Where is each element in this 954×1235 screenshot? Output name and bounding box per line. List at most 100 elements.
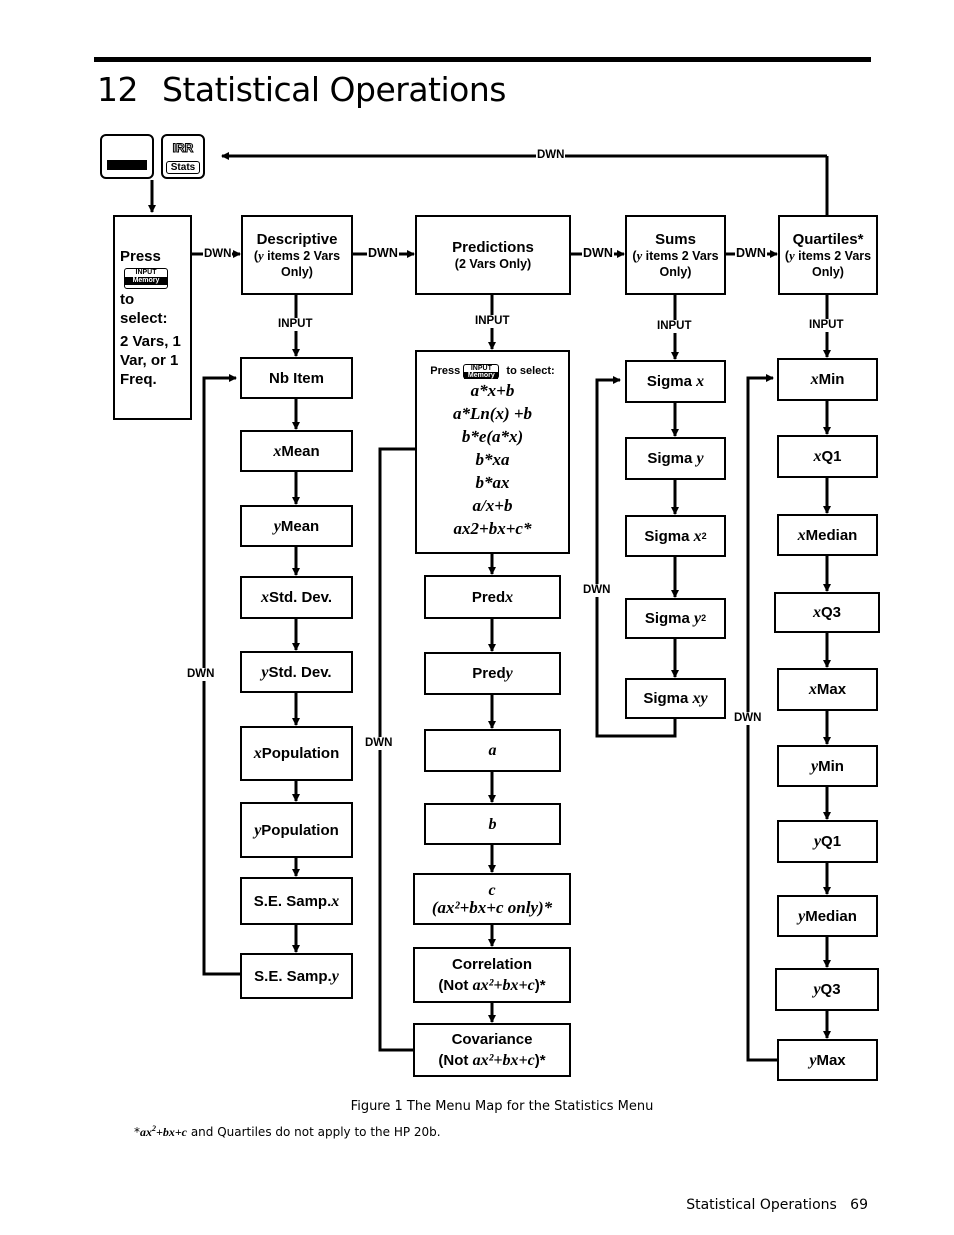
x-max-box: x Max <box>777 668 878 711</box>
box-text: x <box>797 526 806 544</box>
x-min-box: x Min <box>777 358 878 401</box>
box-text: y <box>258 248 264 263</box>
box-text: x <box>810 371 819 388</box>
box-text: x <box>813 448 822 465</box>
sigma-y-box: Sigma y <box>625 437 726 480</box>
box-text: 2 <box>701 613 707 623</box>
box-text: y <box>809 1051 817 1069</box>
box-text: y <box>789 248 795 263</box>
press-text: Press <box>120 248 161 265</box>
box-text: Covariance <box>451 1031 533 1048</box>
x-median-box: x Median <box>777 514 878 556</box>
x-q1-box: x Q1 <box>777 435 878 478</box>
box-text: x <box>696 373 705 390</box>
box-text: x <box>253 745 262 762</box>
box-text: ax²+bx+c <box>472 977 535 994</box>
box-text: S.E. Samp. <box>253 892 332 910</box>
pred-x-box: Pred x <box>424 575 561 619</box>
dwn-label: DWN <box>203 248 233 261</box>
formula-linear: a*x+b <box>470 381 515 400</box>
memory-key-label: Memory <box>125 277 167 285</box>
box-text: x <box>505 588 514 606</box>
to-select-text: to select: <box>506 365 555 377</box>
box-text: Memory <box>464 371 499 379</box>
press-select-box: Press INPUT Memory to select: 2 Vars, 1 … <box>113 215 192 420</box>
chapter-rule <box>94 57 871 62</box>
box-text: Min <box>818 757 844 775</box>
figure-caption: Figure 1 The Menu Map for the Statistics… <box>350 1099 654 1114</box>
box-text: a <box>488 742 497 759</box>
menu-subtitle: (2 Vars Only) <box>454 256 532 271</box>
input-label: INPUT <box>656 320 693 333</box>
dwn-label: DWN <box>367 246 399 260</box>
formula-power: b*xa <box>475 450 510 469</box>
box-text: )* <box>534 977 546 994</box>
menu-subtitle: (y items 2 Vars Only) <box>253 248 341 279</box>
box-text: y <box>694 610 702 627</box>
box-text: y <box>505 665 513 682</box>
box-text: Q3 <box>820 981 841 998</box>
box-text: S.E. Samp. <box>254 967 332 985</box>
box-text: Sigma <box>647 450 693 467</box>
dwn-label: DWN <box>582 246 614 260</box>
input-key-icon: INPUT Memory <box>124 268 168 289</box>
menu-descriptive: Descriptive (y items 2 Vars Only) <box>241 215 353 295</box>
box-text: items 2 Vars Only) <box>642 248 719 279</box>
box-text: c <box>488 882 496 899</box>
box-text: items 2 Vars Only) <box>794 248 872 279</box>
y-q1-box: y Q1 <box>777 820 878 863</box>
covariance-box: Covariance (Not ax²+bx+c)* <box>413 1023 571 1077</box>
box-text: y <box>811 757 819 775</box>
y-max-box: y Max <box>777 1039 878 1081</box>
dwn-label-top: DWN <box>536 149 566 162</box>
page-number: 69 <box>850 1197 868 1213</box>
menu-title: Predictions <box>452 238 534 256</box>
nb-item-box: Nb Item <box>240 357 353 399</box>
sigma-x-box: Sigma x <box>625 360 726 403</box>
x-population-box: x Population <box>240 726 353 781</box>
box-text: (ax²+bx+c only)* <box>431 898 553 917</box>
box-text: and Quartiles do not apply to the HP 20b… <box>187 1125 441 1139</box>
stats-key-icon: IRR Stats <box>161 134 205 179</box>
se-samp-x-box: S.E. Samp. x <box>240 877 353 925</box>
coef-c-box: c (ax²+bx+c only)* <box>413 873 571 925</box>
box-text: y <box>331 967 339 985</box>
irr-key-label: IRR <box>172 141 194 156</box>
sigma-xy-box: Sigma xy <box>625 678 726 719</box>
formula-quadratic: ax2+bx+c* <box>453 519 532 538</box>
box-text: Q3 <box>820 604 841 621</box>
box-text: Mean <box>281 442 320 460</box>
box-text: Min <box>818 371 845 388</box>
box-text: (Not <box>438 1052 473 1069</box>
menu-predictions: Predictions (2 Vars Only) <box>415 215 571 295</box>
box-text: y <box>254 821 262 839</box>
box-text: xy <box>692 690 708 707</box>
chapter-number: 12 <box>97 70 139 109</box>
menu-title: Quartiles* <box>792 230 864 248</box>
box-text: ax²+bx+c <box>472 1052 535 1069</box>
y-median-box: y Median <box>777 895 878 937</box>
y-std-dev-box: y Std. Dev. <box>240 651 353 693</box>
box-text: Max <box>816 681 847 698</box>
to-text: to <box>120 291 135 308</box>
formula-exponential: b*ax <box>475 473 510 492</box>
y-population-box: y Population <box>240 802 353 858</box>
var-options-text: 2 Vars, 1 Var, or 1 Freq. <box>120 333 181 388</box>
box-text: Sigma <box>644 610 690 627</box>
input-label: INPUT <box>808 319 845 332</box>
menu-quartiles: Quartiles* (y items 2 Vars Only) <box>778 215 878 295</box>
y-q3-box: y Q3 <box>775 968 879 1011</box>
box-text: INPUT <box>470 364 492 372</box>
connector <box>595 376 677 738</box>
box-text: 2 <box>701 530 707 541</box>
menu-sums: Sums (y items 2 Vars Only) <box>625 215 726 295</box>
dwn-label: DWN <box>735 246 767 260</box>
box-text: b <box>488 815 497 833</box>
box-text: Sigma <box>644 527 690 545</box>
box-text: items 2 Vars Only) <box>263 248 341 279</box>
box-text: Median <box>805 907 857 925</box>
box-text: x <box>693 527 702 545</box>
